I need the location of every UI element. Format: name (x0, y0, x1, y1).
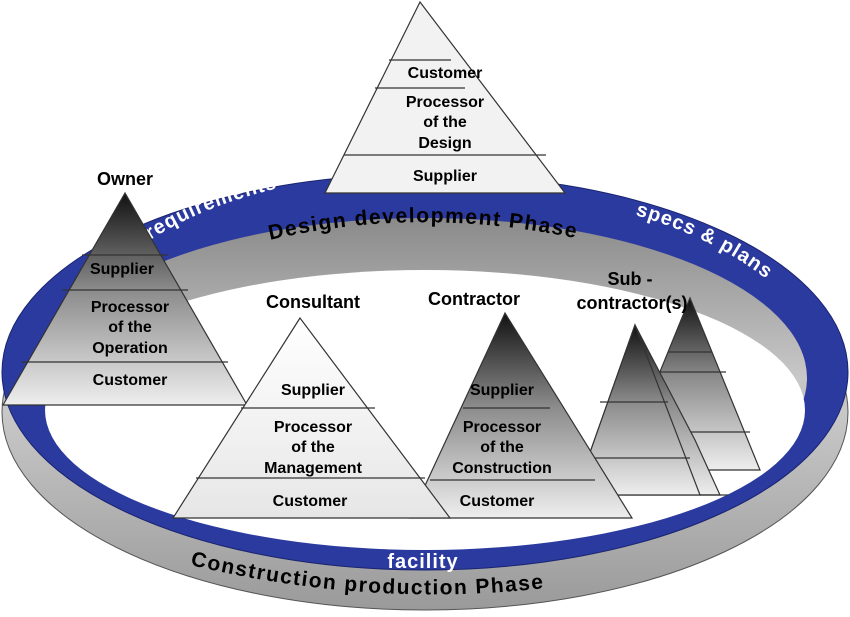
subcontractor-title-2: contractor(s) (576, 293, 687, 313)
contractor-of-the: of the (480, 439, 524, 456)
design-of-the: of the (423, 114, 467, 131)
contractor-customer: Customer (460, 493, 535, 510)
consultant-customer: Customer (273, 493, 348, 510)
owner-customer: Customer (93, 372, 168, 389)
owner-supplier: Supplier (90, 261, 154, 278)
design-customer: Customer (408, 65, 483, 82)
subcontractor-title-1: Sub - (608, 269, 653, 289)
design-supplier: Supplier (413, 168, 477, 185)
consultant-of-the: of the (291, 439, 335, 456)
owner-of-the: of the (108, 319, 152, 336)
design-pyramid: Customer Processor of the Design Supplie… (324, 0, 567, 194)
owner-operation: Operation (92, 340, 168, 357)
contractor-supplier: Supplier (470, 382, 534, 399)
ring-label-facility: facility (387, 551, 458, 573)
owner-processor: Processor (91, 299, 169, 316)
contractor-title: Contractor (428, 289, 520, 309)
consultant-title: Consultant (266, 292, 360, 312)
consultant-supplier: Supplier (281, 382, 345, 399)
design-design: Design (418, 135, 471, 152)
consultant-pyramid: Consultant Supplier Processor of the Man… (171, 292, 452, 519)
consultant-management: Management (264, 460, 362, 477)
owner-pyramid: Owner Supplier Processor of the Operatio… (1, 169, 249, 406)
contractor-construction: Construction (452, 460, 552, 477)
contractor-pyramid: Contractor Supplier Processor of the Con… (409, 289, 634, 519)
design-processor: Processor (406, 94, 484, 111)
owner-title: Owner (97, 169, 153, 189)
contractor-processor: Processor (463, 419, 541, 436)
subcontractor-pyramids: Sub - contractor(s) (574, 269, 761, 496)
consultant-processor: Processor (274, 419, 352, 436)
